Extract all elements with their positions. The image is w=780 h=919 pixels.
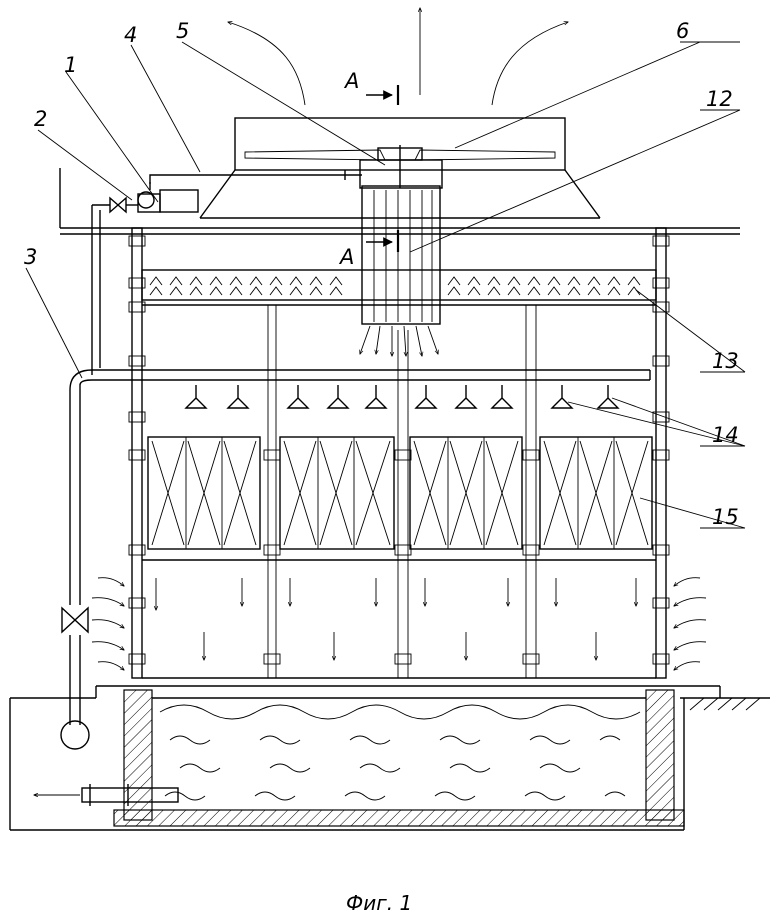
callout-4: 4 <box>124 23 137 47</box>
spray-nozzles <box>186 385 618 408</box>
svg-text:A: A <box>338 245 354 269</box>
callout-3: 3 <box>24 245 37 269</box>
filter-column <box>360 186 440 356</box>
fill-packs <box>142 437 656 560</box>
water-basin <box>10 678 770 830</box>
svg-text:A: A <box>343 69 359 93</box>
water-surface <box>160 705 640 800</box>
callout-14: 14 <box>712 423 739 447</box>
callout-6: 6 <box>676 19 689 43</box>
rain-zone-arrows <box>156 578 636 660</box>
air-inlet-arrows <box>92 578 706 670</box>
outlet-pipe <box>34 784 178 806</box>
callout-2: 2 <box>34 107 47 131</box>
callout-12: 12 <box>706 87 733 111</box>
callout-13: 13 <box>712 349 739 373</box>
frame-columns <box>129 228 669 678</box>
pump-assembly <box>92 170 362 212</box>
supply-pipe <box>61 205 650 749</box>
callout-15: 15 <box>712 505 739 529</box>
section-marker-lower: A <box>338 230 398 269</box>
callout-5: 5 <box>176 19 189 43</box>
section-marker-upper: A <box>343 69 398 105</box>
drift-eliminator <box>142 270 656 305</box>
figure-caption: Фиг. 1 <box>346 891 412 915</box>
fan-drive-box <box>360 145 442 188</box>
callout-1: 1 <box>64 53 77 77</box>
